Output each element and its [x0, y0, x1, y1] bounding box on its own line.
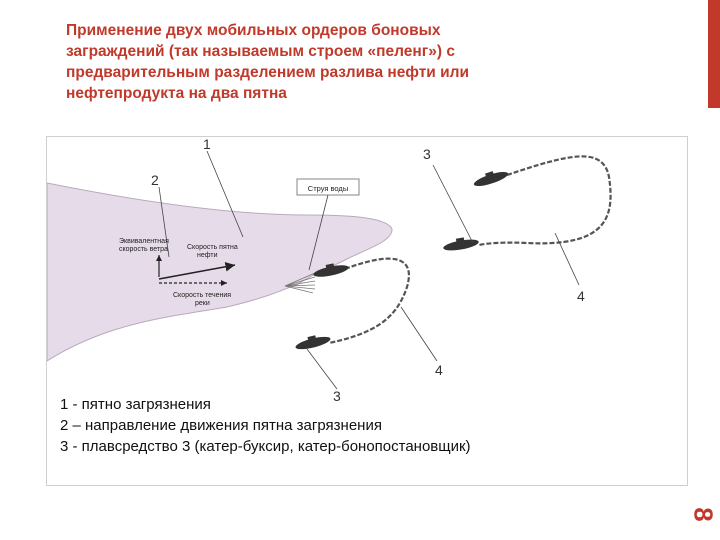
- water-jet-label: Струя воды: [308, 184, 348, 193]
- title-line: предварительным разделением разлива нефт…: [66, 64, 470, 81]
- label-vessel-3-bottom: 3: [333, 388, 341, 404]
- vessel-bottom-lead: [313, 263, 349, 277]
- vessel-top-leader: [432, 164, 474, 244]
- legend-item: 3 - плавсредство 3 (катер-буксир, катер-…: [60, 438, 471, 455]
- page-number: 8: [688, 507, 719, 522]
- label-direction-2: 2: [151, 172, 159, 188]
- title-line: заграждений (так называемым строем «пеле…: [66, 43, 455, 60]
- label-spot-1: 1: [203, 137, 211, 152]
- boom-top: [478, 155, 612, 247]
- boom-bottom: [328, 257, 410, 345]
- label-boom-4-bottom: 4: [435, 362, 443, 378]
- legend-item: 1 - пятно загрязнения: [60, 396, 211, 413]
- boom-top-leader: [554, 232, 580, 286]
- water-jet: [284, 272, 316, 294]
- direction-leader: [158, 186, 170, 258]
- wind-speed-label: Эквивалентная скорость ветра: [119, 238, 171, 253]
- spot-speed-arrow: [158, 262, 236, 280]
- spot-leader: [206, 150, 244, 238]
- river-speed-label: Скорость течения реки: [173, 292, 233, 307]
- title-line: нефтепродукта на два пятна: [66, 85, 287, 102]
- vessel-bottom-leader: [306, 348, 338, 390]
- slide-title: Применение двух мобильных ордеров боновы…: [66, 20, 606, 104]
- oil-spot: [47, 182, 393, 362]
- label-vessel-3-top: 3: [423, 146, 431, 162]
- water-jet-pointer: [308, 194, 329, 271]
- vessel-top-trail: [443, 237, 479, 251]
- diagram-canvas: Струя воды 1 2 3 3 4 4 Эквивалентная ско…: [47, 137, 612, 404]
- title-line: Применение двух мобильных ордеров боновы…: [66, 22, 441, 39]
- vessel-top-lead: [473, 171, 509, 187]
- accent-bar: [708, 0, 720, 108]
- boom-diagram: Струя воды 1 2 3 3 4 4 Эквивалентная ско…: [46, 136, 688, 486]
- vessel-bottom-trail: [295, 335, 331, 350]
- spot-speed-label: Скорость пятна нефти: [187, 244, 240, 259]
- legend: 1 - пятно загрязнения 2 – направление дв…: [60, 394, 471, 457]
- boom-bottom-leader: [400, 306, 438, 362]
- label-boom-4-top: 4: [577, 288, 585, 304]
- legend-item: 2 – направление движения пятна загрязнен…: [60, 417, 382, 434]
